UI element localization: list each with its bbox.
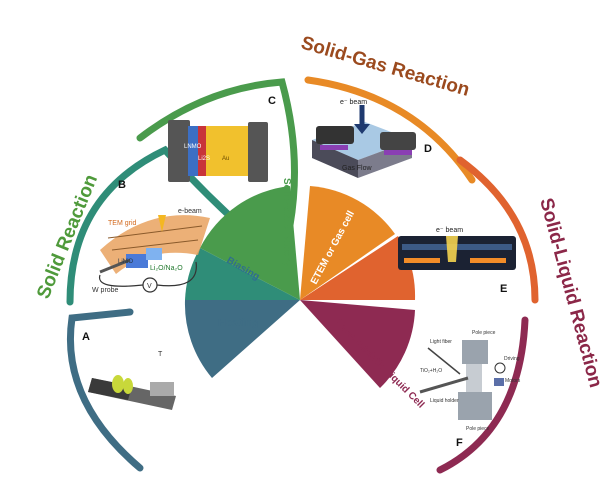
panel-text-tem-grid: TEM grid bbox=[108, 220, 137, 227]
sector-label-battery: Solid-state Battery bbox=[281, 178, 292, 267]
group-title-solid-liquid: Solid-Liquid Reaction bbox=[535, 196, 600, 390]
panel-text-e-beam-e: e⁻ beam bbox=[436, 227, 463, 234]
panel-a-heating-illustration bbox=[88, 375, 176, 410]
sector-etem bbox=[300, 186, 395, 300]
panel-d-gas-cell-illustration bbox=[312, 105, 416, 178]
outer-arc-electrochem bbox=[456, 156, 539, 304]
panel-c-battery-illustration bbox=[168, 120, 268, 182]
panel-text-linio: LiNiO bbox=[118, 259, 133, 265]
panel-label-f: F bbox=[456, 437, 463, 449]
panel-text-pole-piece-top: Pole piece bbox=[472, 330, 496, 336]
group-title-solid-gas: Solid-Gas Reaction bbox=[299, 33, 472, 101]
outer-arc-heating bbox=[66, 308, 144, 472]
panel-text-tio2: TiO₂+H₂O bbox=[420, 368, 442, 374]
panel-text-gas-flow: Gas Flow bbox=[342, 165, 373, 172]
sector-biasing bbox=[185, 248, 300, 300]
panel-text-holder: Liquid holder bbox=[430, 398, 459, 404]
sector-label-heating: Heating bbox=[218, 317, 258, 329]
outer-arc-biasing bbox=[66, 145, 266, 306]
panel-text-au: Au bbox=[222, 156, 229, 162]
sector-electrochem bbox=[300, 236, 416, 300]
panel-b-biasing-illustration bbox=[98, 215, 210, 293]
outer-arc-photo bbox=[436, 316, 529, 474]
panel-text-t: T bbox=[158, 351, 163, 358]
panel-text-pole-piece-bottom: Pole piece bbox=[466, 426, 490, 432]
panel-label-a: A bbox=[82, 331, 90, 343]
panel-f-photo-illustration bbox=[419, 340, 506, 420]
outer-arc-battery bbox=[136, 78, 298, 229]
panel-text-v: V bbox=[147, 283, 152, 290]
panel-text-light-fiber: Light fiber bbox=[430, 339, 452, 345]
panel-label-d: D bbox=[424, 143, 432, 155]
panel-text-motors: Motors bbox=[505, 378, 521, 384]
panel-text-w-probe: W probe bbox=[92, 287, 119, 294]
panel-text-driving: Driving bbox=[504, 356, 520, 362]
panel-e-liquid-cell-illustration bbox=[398, 236, 516, 270]
sector-battery bbox=[200, 186, 300, 300]
panel-label-b: B bbox=[118, 179, 126, 191]
panel-text-e-beam-b: e-beam bbox=[178, 208, 202, 215]
panel-label-e: E bbox=[500, 283, 507, 295]
sector-heating bbox=[184, 300, 300, 378]
panel-text-li2o: Li₂O/Na₂O bbox=[150, 265, 183, 272]
sector-photo bbox=[300, 300, 415, 388]
panel-text-lnmo: LNMO bbox=[184, 144, 202, 150]
panel-label-c: C bbox=[268, 95, 276, 107]
panel-text-li2s: Li2S bbox=[198, 156, 210, 162]
panel-text-e-beam-d: e⁻ beam bbox=[340, 99, 367, 106]
